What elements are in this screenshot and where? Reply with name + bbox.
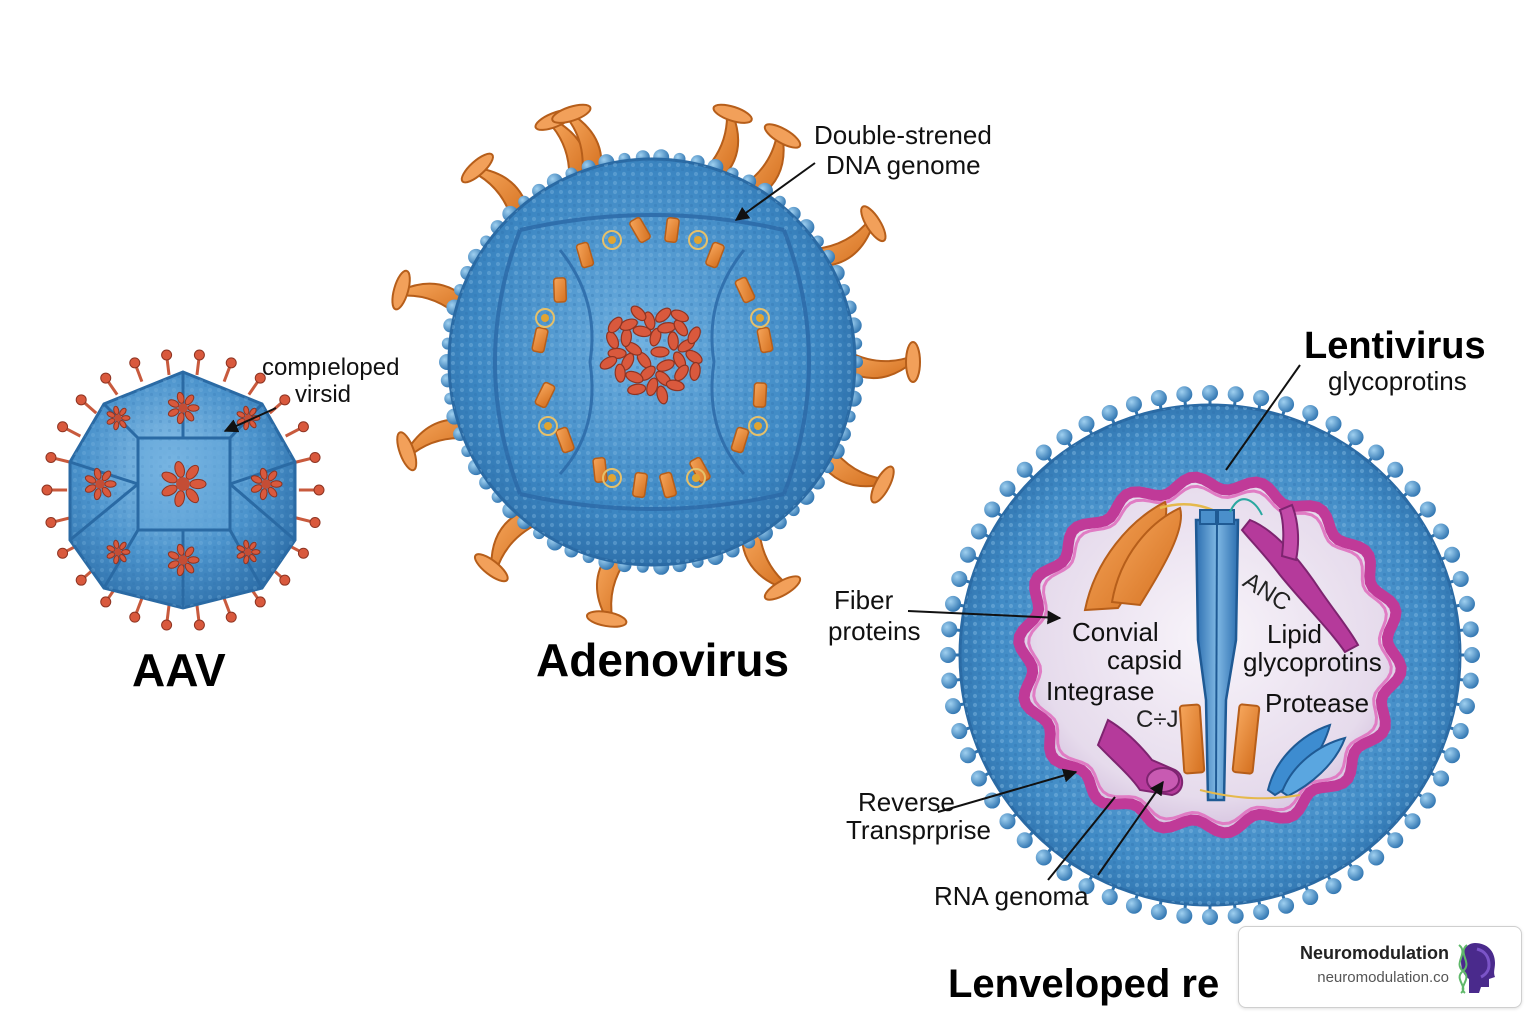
lentivirus-magenta-protein-top (1240, 503, 1360, 654)
watermark-badge: Neuromodulation neuromodulation.co (1238, 926, 1522, 1008)
adenovirus-capsid-seams (493, 213, 811, 511)
lentivirus-orange-proteins (1083, 500, 1231, 612)
aav-capsid-protein-clusters (84, 391, 283, 577)
adenovirus-dna-core (599, 305, 703, 405)
reverse-transcriptase-label-line1: Reverse (858, 787, 955, 817)
watermark-name: Neuromodulation (1300, 943, 1449, 963)
fiber-proteins-label-line2: proteins (828, 616, 921, 646)
aav-callout-label-line1: compıeloped (262, 354, 400, 381)
adenovirus-callout-label-line2: DNA genome (826, 150, 981, 180)
convial-capsid-label-line1: Convial (1072, 617, 1159, 647)
watermark-url: neuromodulation.co (1317, 969, 1449, 986)
aav-virion (41, 349, 325, 631)
aav-surface-proteins (41, 349, 325, 631)
fiber-proteins-label-line1: Fiber (834, 585, 894, 615)
cd-label: C÷J (1136, 706, 1179, 733)
lentivirus-protease-protein (1199, 723, 1347, 800)
aav-title: AAV (132, 644, 226, 696)
lentivirus-title: Lentivirus (1304, 325, 1486, 367)
aav-capsid-facets (69, 372, 296, 608)
head-profile-dna-icon (1458, 943, 1495, 994)
lentivirus-glycoprotein-label: glycoprotins (1328, 366, 1467, 396)
lipid-glycoprotein-label-line2: glycoprotins (1243, 647, 1382, 677)
label-leader-lines (223, 162, 1301, 881)
bottom-section-title: Lenveloped re (948, 962, 1220, 1006)
adenovirus-inner-proteins (531, 216, 774, 499)
lentivirus-orange-enzymes (1178, 703, 1261, 775)
protease-label: Protease (1265, 688, 1370, 718)
lentivirus-virion (940, 385, 1480, 925)
aav-callout-label-line2: virsid (295, 381, 352, 408)
adenovirus-virion (391, 103, 921, 628)
reverse-transcriptase-label-line2: Transprprise (846, 815, 991, 845)
adenovirus-callout-label-line1: Double-strened (814, 120, 992, 150)
convial-capsid-label-line2: capsid (1107, 645, 1183, 675)
integrase-label: Integrase (1046, 676, 1155, 706)
lentivirus-conical-capsid (1194, 498, 1263, 802)
rna-genome-label: RNA genoma (934, 881, 1089, 911)
adenovirus-title: Adenovirus (536, 634, 790, 686)
lipid-glycoprotein-label-line1: Lipid (1267, 619, 1322, 649)
